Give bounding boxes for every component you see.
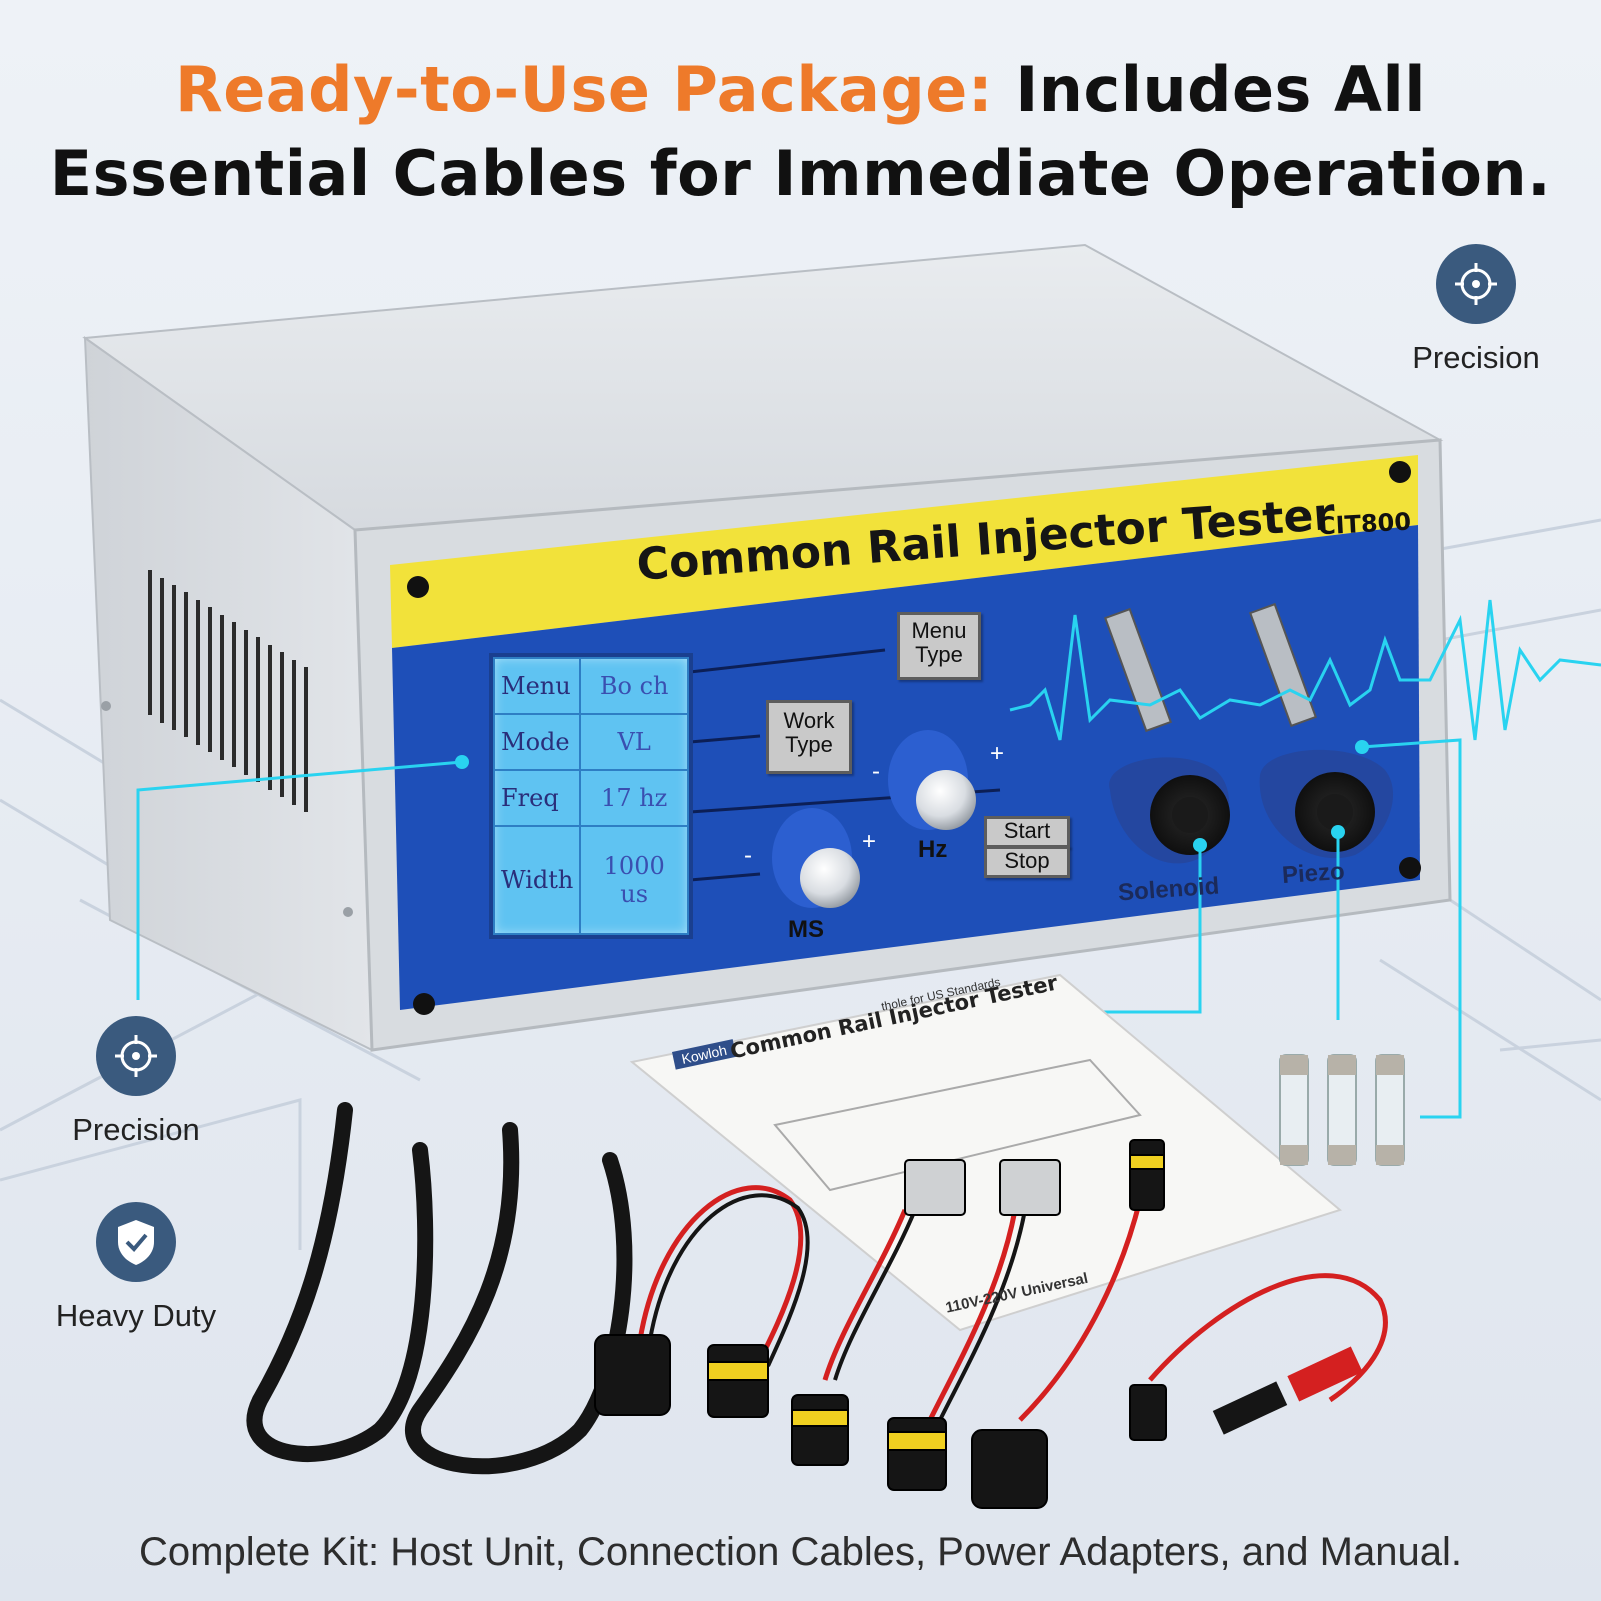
lcd-value: Bo ch: [579, 657, 689, 715]
badge-label: Heavy Duty: [55, 1298, 217, 1333]
crosshair-icon: [115, 1035, 157, 1077]
badge-heavy-duty: Heavy Duty: [26, 1202, 246, 1334]
headline: Ready-to-Use Package: Includes All Essen…: [0, 48, 1601, 216]
crosshair-icon: [1455, 263, 1497, 305]
ms-plus: +: [862, 828, 877, 855]
lcd-label: Menu: [492, 657, 582, 715]
lcd-value: VL: [579, 712, 689, 771]
hz-plus: +: [990, 740, 1005, 767]
headline-line2: Essential Cables for Immediate Operation…: [49, 137, 1552, 210]
lcd-value: 1000 us: [579, 824, 689, 936]
ms-knob-label: MS: [788, 916, 824, 943]
badge-circle: [1436, 244, 1516, 324]
shield-check-icon: [118, 1220, 154, 1265]
piezo-port-label: Piezo: [1281, 857, 1346, 890]
badge-circle: [96, 1016, 176, 1096]
lcd-label: Mode: [492, 712, 582, 771]
hz-knob-label: Hz: [918, 836, 948, 863]
lcd-value: 17 hz: [579, 768, 689, 827]
badge-precision-top: Precision: [1366, 244, 1586, 376]
stop-button: Stop: [984, 846, 1070, 878]
badge-label: Precision: [1412, 340, 1540, 375]
lcd-label: Width: [492, 824, 582, 936]
lcd-label: Freq: [492, 768, 582, 827]
hz-minus: -: [872, 758, 880, 785]
footer-caption: Complete Kit: Host Unit, Connection Cabl…: [139, 1530, 1462, 1574]
ms-minus: -: [744, 842, 752, 869]
badge-precision-left: Precision: [26, 1016, 246, 1148]
badge-label: Precision: [72, 1112, 200, 1147]
start-button: Start: [984, 816, 1070, 848]
headline-line1-rest: Includes All: [993, 53, 1426, 126]
badge-circle: [96, 1202, 176, 1282]
headline-accent: Ready-to-Use Package:: [174, 53, 994, 126]
model-label: CIT800: [1317, 507, 1412, 541]
